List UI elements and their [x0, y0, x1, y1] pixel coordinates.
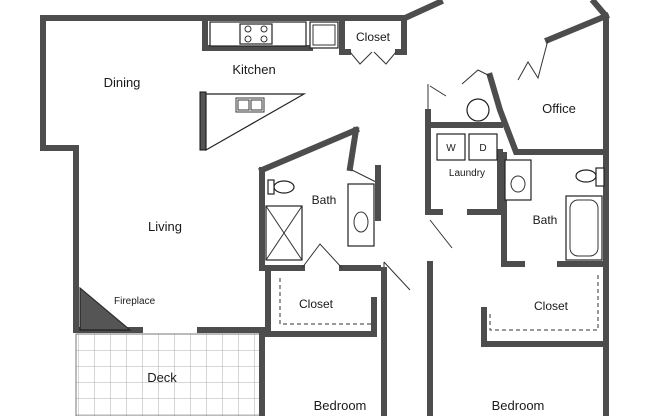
vanity-icon [347, 183, 375, 247]
bathtub-icon [565, 195, 603, 261]
dryer-icon [468, 133, 498, 161]
room-label-kitchen: Kitchen [232, 62, 275, 77]
deck-area [75, 333, 263, 416]
laundry-room [425, 122, 503, 215]
bath-2 [501, 152, 609, 267]
hall-doors [381, 219, 453, 416]
closets-lower [265, 261, 609, 416]
fridge-icon [309, 21, 339, 49]
room-label-deck: Deck [147, 370, 177, 385]
room-label-laundry: Laundry [449, 168, 485, 179]
room-label-closet-1: Closet [299, 297, 334, 311]
closet-top [339, 15, 407, 65]
room-label-living: Living [148, 219, 182, 234]
bath-1 [258, 126, 381, 271]
room-label-bath-1: Bath [312, 193, 337, 207]
sink-icon [235, 97, 265, 113]
room-label-closet-top: Closet [356, 30, 391, 44]
dryer-label: D [479, 143, 486, 154]
room-label-dining: Dining [104, 75, 141, 90]
fireplace-shape [79, 286, 132, 331]
vanity-icon-2 [504, 159, 532, 201]
room-label-fireplace: Fireplace [114, 296, 156, 307]
exterior-walls [40, 0, 609, 416]
room-label-closet-2: Closet [534, 299, 569, 313]
toilet-icon-2 [575, 169, 597, 183]
washer-label: W [446, 143, 456, 154]
office-walls [461, 12, 610, 155]
washer-icon [436, 133, 466, 161]
room-label-bedroom-2: Bedroom [492, 398, 545, 413]
room-label-bath-2: Bath [533, 213, 558, 227]
kitchen-island [199, 91, 307, 152]
kitchen-counter [209, 21, 339, 49]
entry [425, 84, 490, 128]
room-label-bedroom-1: Bedroom [314, 398, 367, 413]
stove-icon [239, 23, 273, 45]
toilet-icon [273, 180, 295, 194]
room-label-office: Office [542, 101, 576, 116]
